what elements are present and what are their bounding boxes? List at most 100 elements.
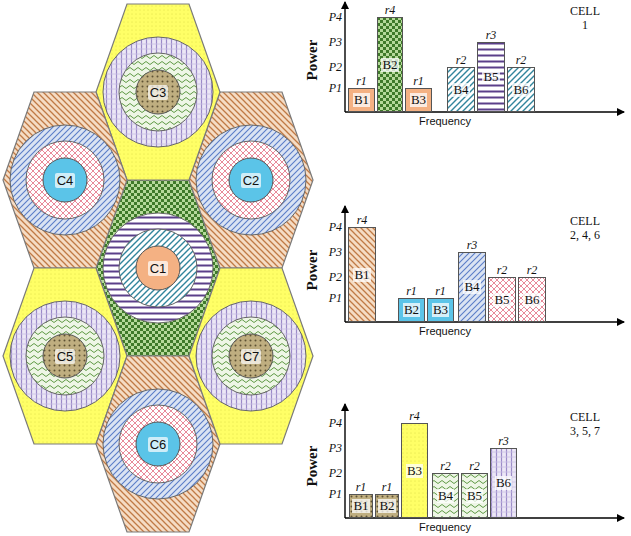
power-ratio-label: r3	[498, 435, 509, 448]
bar-outline	[519, 278, 546, 322]
bar-outline	[349, 228, 376, 322]
power-ratio-label: r1	[356, 75, 367, 88]
cell-circle: C6	[135, 421, 181, 467]
power-ratio-label: r1	[435, 285, 446, 298]
power-ratio-label: r4	[409, 410, 420, 423]
band-label: B6	[495, 476, 512, 490]
frequency-band-bar: r4B2	[377, 17, 403, 112]
power-ratio-label: r2	[469, 460, 480, 473]
frequency-band-bar: r2B6	[518, 277, 546, 322]
bar-outline	[378, 18, 403, 112]
power-ratio-label: r1	[382, 481, 393, 494]
band-label: B5	[482, 70, 499, 84]
frequency-band-bar: r1B3	[405, 88, 432, 112]
cell-label: C3	[148, 85, 169, 100]
power-level-label: P2	[329, 61, 342, 74]
bar-outline	[448, 68, 475, 112]
cell-label: C6	[148, 437, 169, 452]
power-level-label: P1	[329, 292, 342, 305]
cell-circle: C5	[42, 333, 88, 379]
bar-outline	[406, 89, 432, 112]
frequency-band-bar: r1B1	[348, 88, 375, 112]
cell-outline	[43, 158, 87, 202]
power-ratio-label: r1	[413, 75, 424, 88]
hexagon-cells	[3, 4, 313, 532]
frequency-band-bar: r3B4	[458, 252, 486, 322]
band-label: B2	[378, 499, 395, 513]
band-label: B6	[523, 293, 540, 307]
frequency-band-bar: r3B6	[490, 448, 517, 518]
frequency-band-bar: r2B6	[507, 67, 535, 112]
frequency-band-bar: r1B1	[349, 494, 373, 518]
frequency-band-bar: r1B3	[427, 298, 454, 322]
frequency-band-bar: r2B4	[432, 473, 459, 518]
band-label: B4	[437, 489, 454, 503]
cell-circle: C3	[135, 69, 181, 115]
band-label: B2	[403, 303, 420, 317]
cell-label: C1	[148, 261, 169, 276]
bar-outline	[489, 278, 516, 322]
power-ratio-label: r3	[486, 29, 497, 42]
frequency-band-bar: r1B2	[375, 494, 399, 518]
bar-outline	[478, 43, 505, 112]
band-label: B2	[381, 58, 398, 72]
band-label: B5	[493, 293, 510, 307]
band-label: B3	[432, 303, 449, 317]
band-label: B3	[410, 93, 427, 107]
bar-outline	[462, 474, 488, 518]
band-label: B1	[353, 93, 370, 107]
power-ratio-label: r2	[497, 264, 508, 277]
cell-outline	[229, 158, 273, 202]
power-level-label: P2	[329, 271, 342, 284]
power-ratio-label: r2	[527, 264, 538, 277]
band-label: B3	[406, 464, 423, 478]
axis-title: Power	[304, 40, 320, 81]
power-level-label: P4	[329, 221, 342, 234]
band-label: B4	[463, 280, 480, 294]
middle-rings	[26, 53, 290, 483]
chart-cell-title: CELL 3, 5, 7	[567, 410, 603, 438]
power-level-label: P4	[329, 417, 342, 430]
cell-outline	[136, 246, 180, 290]
cell-circle: C1	[135, 245, 181, 291]
band-label: B1	[352, 499, 369, 513]
power-level-label: P3	[329, 442, 342, 455]
power-level-label: P2	[329, 467, 342, 480]
chart-cell-title: CELL 2, 4, 6	[567, 214, 603, 242]
cell-circle: C2	[228, 157, 274, 203]
power-level-label: P3	[329, 36, 342, 49]
power-level-label: P3	[329, 246, 342, 259]
bar-outline	[402, 424, 428, 518]
bar-outline	[376, 495, 399, 518]
cell-outline	[136, 70, 180, 114]
bar-outline	[491, 449, 517, 518]
bar-outline	[428, 299, 454, 322]
power-ratio-label: r2	[516, 54, 527, 67]
power-level-label: P1	[329, 488, 342, 501]
bar-outline	[433, 474, 459, 518]
band-label: B1	[353, 268, 370, 282]
bar-outline	[350, 495, 373, 518]
bar-outline	[508, 68, 535, 112]
cell-circle: C4	[42, 157, 88, 203]
cell-label: C2	[241, 173, 262, 188]
power-ratio-label: r1	[406, 285, 417, 298]
power-ratio-label: r2	[456, 54, 467, 67]
bar-outline	[399, 299, 425, 322]
chart-axes	[345, 2, 624, 518]
cell-label: C4	[55, 173, 76, 188]
power-ratio-label: r4	[385, 4, 396, 17]
axis-title: Frequency	[419, 325, 471, 337]
band-label: B4	[452, 83, 469, 97]
frequency-band-bar: r3B5	[477, 42, 505, 112]
cell-outline	[229, 334, 273, 378]
power-ratio-label: r2	[440, 460, 451, 473]
cell-label: C7	[241, 349, 262, 364]
power-level-label: P1	[329, 82, 342, 95]
axis-title: Frequency	[419, 115, 471, 127]
power-ratio-label: r1	[356, 481, 367, 494]
band-label: B5	[466, 489, 483, 503]
frequency-band-bar: r2B4	[447, 67, 475, 112]
axis-title: Frequency	[419, 521, 471, 533]
